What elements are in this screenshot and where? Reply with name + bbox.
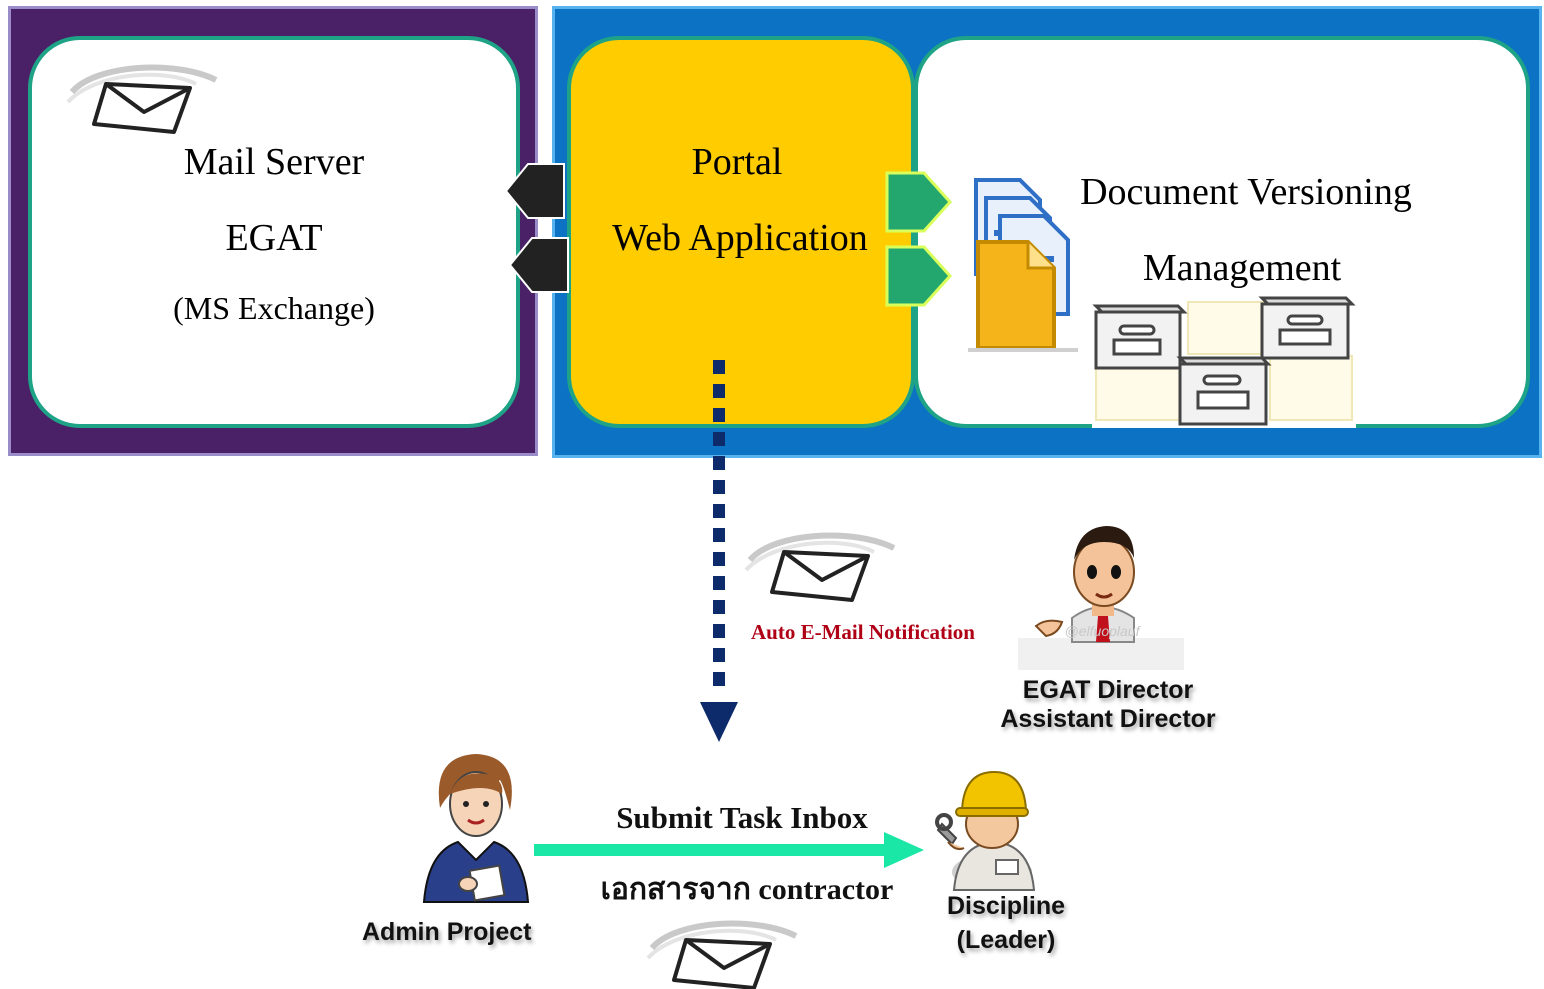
envelope-icon: [744, 532, 896, 602]
submit-subtitle: เอกสารจาก contractor: [600, 873, 894, 906]
discipline-subtitle: (Leader): [956, 926, 1056, 954]
mail-server-org: EGAT: [225, 217, 323, 259]
document-stack-icon: [968, 178, 1078, 352]
businessman-icon: @elfuoplauf: [1018, 526, 1184, 670]
admin-woman-icon: [422, 754, 530, 903]
document-subtitle: Management: [1142, 247, 1342, 289]
dark-arrow-bottom: [508, 237, 569, 293]
worker-icon: [935, 770, 1036, 891]
mail-server-product: (MS Exchange): [173, 290, 375, 326]
discipline-title: Discipline: [946, 892, 1066, 920]
director-title: EGAT Director: [1022, 676, 1194, 704]
submit-arrow: [534, 832, 924, 868]
document-title: Document Versioning: [1080, 171, 1412, 213]
portal-title: Portal: [691, 141, 783, 183]
dark-arrow-top: [504, 163, 565, 219]
admin-label: Admin Project: [362, 918, 532, 946]
portal-subtitle: Web Application: [612, 217, 868, 259]
submit-title: Submit Task Inbox: [616, 800, 868, 835]
notification-label: Auto E-Mail Notification: [751, 620, 975, 644]
mail-server-title: Mail Server: [183, 141, 365, 183]
filing-cabinet-icon: [1092, 296, 1356, 428]
green-arrow-bottom: [885, 245, 953, 307]
director-watermark: @elfuoplauf: [1065, 623, 1142, 639]
envelope-icon: [646, 920, 798, 989]
green-arrow-top: [885, 171, 953, 233]
director-subtitle: Assistant Director: [1000, 705, 1216, 733]
notification-dotted-arrow: [700, 360, 738, 742]
envelope-icon: [66, 64, 218, 134]
